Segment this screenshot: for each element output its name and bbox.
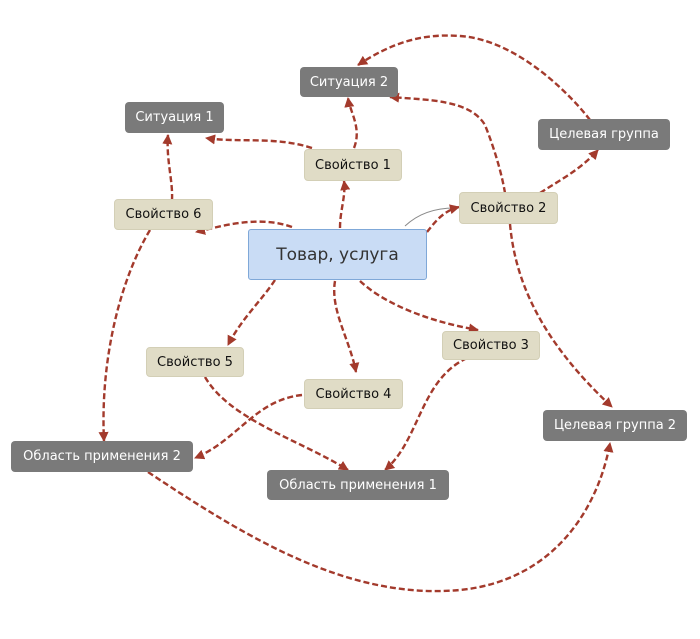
property-node-6: Свойство 6: [114, 199, 213, 230]
arrow-property-2-to-target-group: [539, 149, 599, 195]
application-area-node-1: Область применения 1: [267, 470, 449, 500]
target-group-node-2: Целевая группа 2: [543, 410, 687, 441]
center-node: Товар, услуга: [248, 229, 427, 280]
arrow-property-1-to-situation-2: [344, 97, 358, 149]
arrow-center-to-property-1: [338, 180, 351, 229]
dashed-arrows: [98, 34, 614, 593]
arrow-property-2-to-target-group-2: [508, 223, 613, 408]
arrow-target-group-to-situation-2: [357, 34, 591, 121]
property-node-3: Свойство 3: [442, 331, 540, 360]
arrow-center-to-property-2: [426, 204, 460, 233]
arrow-property-4-to-application-area-2: [194, 393, 303, 460]
arrow-property-5-to-application-area-1: [203, 376, 349, 472]
arrow-application-area-2-to-target-group-2: [147, 442, 614, 593]
property-node-4: Свойство 4: [304, 379, 403, 409]
property-node-1: Свойство 1: [304, 149, 402, 181]
arrow-center-to-property-5: [226, 279, 277, 346]
situation-node-2: Ситуация 2: [300, 67, 398, 97]
arrow-property-2-to-situation-2: [388, 92, 507, 194]
arrow-property-3-to-application-area-1: [384, 356, 468, 471]
arrow-property-6-to-situation-1: [162, 133, 174, 201]
property-node-2: Свойство 2: [459, 192, 558, 224]
arrow-center-to-property-4: [333, 280, 360, 373]
situation-node-1: Ситуация 1: [125, 102, 224, 133]
application-area-node-2: Область применения 2: [11, 441, 193, 472]
target-group-node-1: Целевая группа: [538, 119, 670, 150]
arrow-center-to-property-3: [359, 280, 479, 334]
arrow-center-to-property-6: [195, 220, 293, 235]
property-node-5: Свойство 5: [146, 347, 244, 377]
arrow-property-6-to-application-area-2: [98, 229, 152, 443]
arrow-property-1-to-situation-1: [205, 134, 313, 150]
